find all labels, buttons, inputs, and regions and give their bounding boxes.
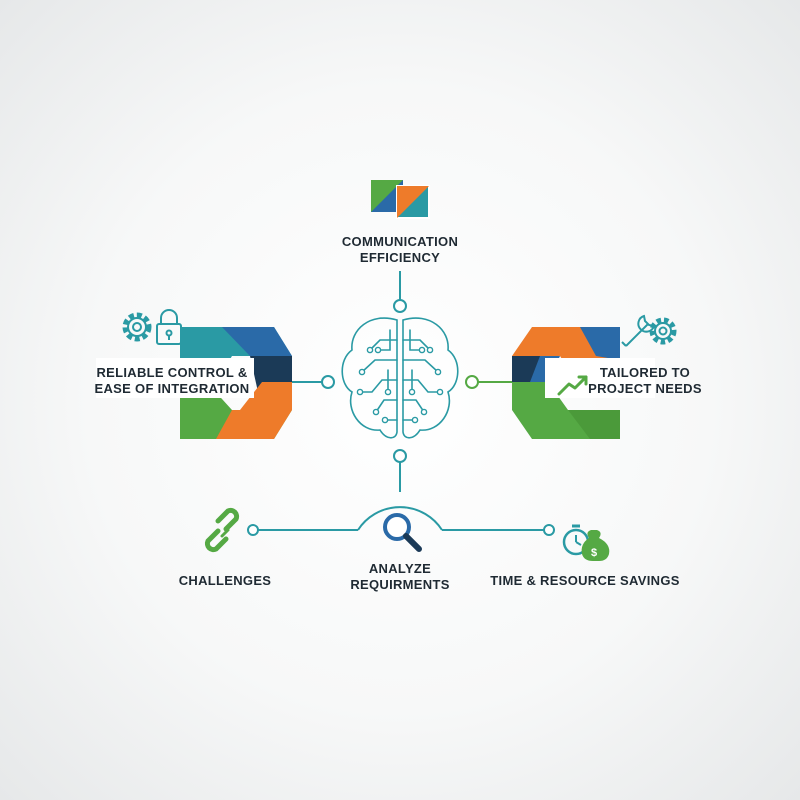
tailored-line2: PROJECT NEEDS: [588, 381, 702, 396]
svg-text:$: $: [591, 547, 597, 559]
communication-efficiency-label: COMMUNICATION EFFICIENCY: [300, 234, 500, 266]
wrench-gear-icon: [621, 314, 677, 347]
tailored-line1: TAILORED TO: [599, 365, 691, 380]
connector-nodes: [247, 299, 555, 536]
gear-lock-icon: [122, 309, 182, 345]
left-hexagon-shape: [96, 327, 292, 439]
reliable-line2: EASE OF INTEGRATION: [94, 381, 250, 396]
reliable-control-label: RELIABLE CONTROL & EASE OF INTEGRATION: [92, 365, 252, 397]
challenges-label: CHALLENGES: [160, 573, 290, 589]
analyze-line1: ANALYZE: [368, 561, 432, 576]
challenges-line1: CHALLENGES: [178, 573, 272, 588]
overlapping-squares-icon: [371, 180, 430, 219]
brain-circuit-nodes: [356, 346, 444, 424]
communication-line2: EFFICIENCY: [359, 250, 441, 265]
communication-line1: COMMUNICATION: [341, 234, 459, 249]
analyze-requirements-label: ANALYZE REQUIRMENTS: [330, 561, 470, 593]
time-resource-label: TIME & RESOURCE SAVINGS: [475, 573, 695, 589]
time-line1: TIME & RESOURCE SAVINGS: [490, 573, 680, 588]
right-hexagon-shape: [512, 327, 655, 439]
tailored-needs-label: TAILORED TO PROJECT NEEDS: [575, 365, 715, 397]
analyze-arc: [357, 506, 443, 531]
node-dot-bottom: [393, 449, 407, 463]
magnifier-icon: [383, 513, 422, 552]
node-dot-left: [321, 375, 335, 389]
trend-arrow-icon: [557, 375, 588, 396]
node-dot-right: [465, 375, 479, 389]
stopwatch-money-icon: $: [562, 524, 610, 561]
node-dot-bottom-right: [543, 524, 555, 536]
reliable-line1: RELIABLE CONTROL &: [96, 365, 248, 380]
node-dot-top: [393, 299, 407, 313]
node-dot-bottom-left: [247, 524, 259, 536]
broken-link-icon: [204, 507, 240, 553]
analyze-line2: REQUIRMENTS: [350, 577, 450, 592]
circuit-brain-icon: [341, 317, 459, 439]
